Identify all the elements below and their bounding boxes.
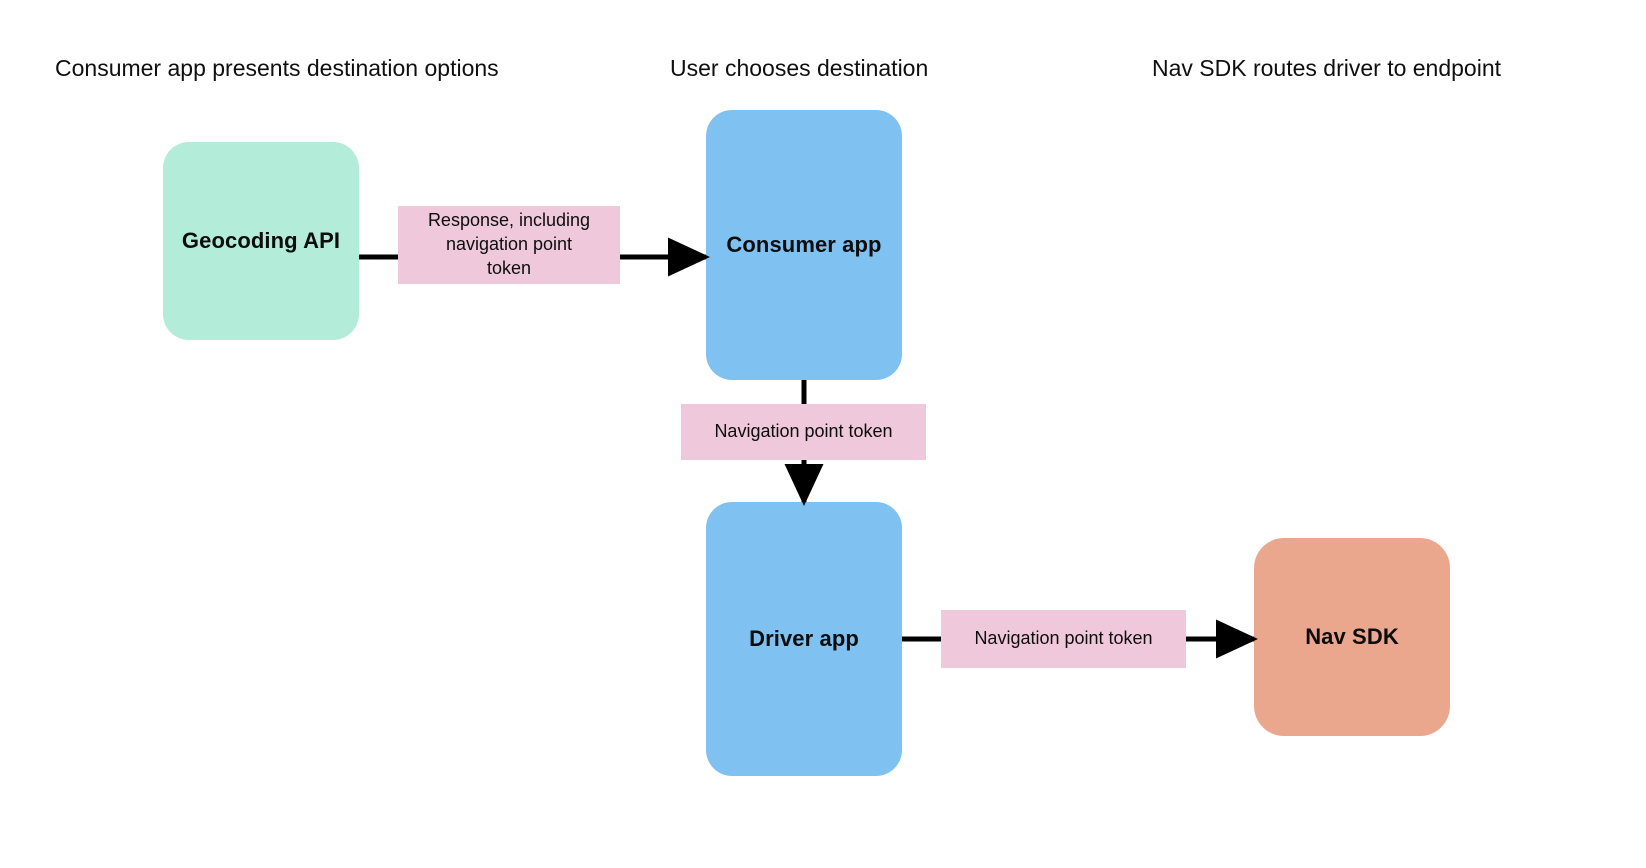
node-label-driver-app: Driver app [749, 626, 859, 651]
column-header-user-choice: User chooses destination [670, 55, 929, 81]
column-header-nav-sdk: Nav SDK routes driver to endpoint [1152, 55, 1502, 81]
edge-label-text-npt-vertical: Navigation point token [714, 421, 893, 442]
edge-label-text-npt-horizontal: Navigation point token [974, 628, 1153, 649]
node-label-consumer-app: Consumer app [726, 232, 882, 257]
column-header-consumer-app: Consumer app presents destination option… [55, 55, 499, 81]
node-label-geocoding-api: Geocoding API [181, 228, 341, 253]
node-driver-app[interactable]: Driver app [706, 502, 902, 776]
node-label-nav-sdk: Nav SDK [1305, 624, 1399, 649]
edge-label-navigation-point-token-driver-to-navsdk: Navigation point token [941, 610, 1186, 668]
node-nav-sdk[interactable]: Nav SDK [1254, 538, 1450, 736]
node-geocoding-api[interactable]: Geocoding API [163, 142, 359, 340]
node-consumer-app[interactable]: Consumer app [706, 110, 902, 380]
edge-label-navigation-point-token-consumer-to-driver: Navigation point token [681, 404, 926, 460]
